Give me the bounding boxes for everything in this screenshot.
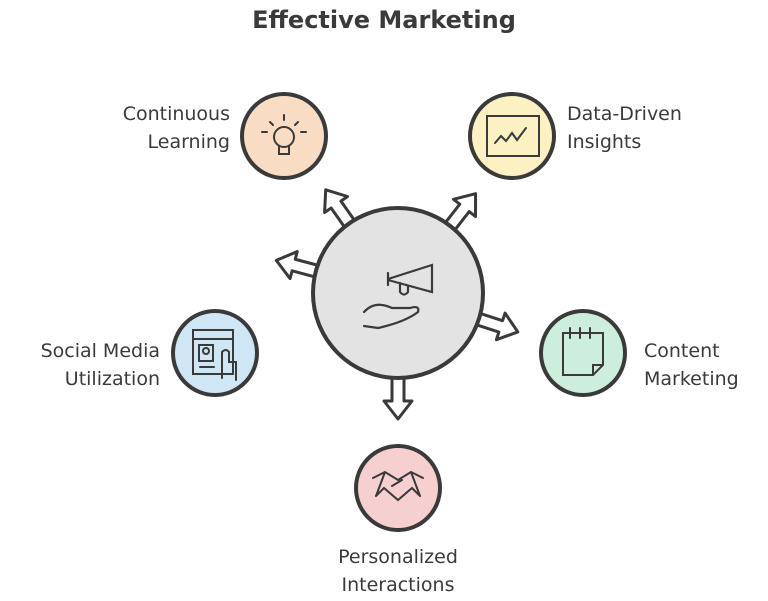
node-label-continuous-learning: Continuous Learning [60, 100, 230, 156]
label-line: Insights [567, 131, 642, 153]
node-circle-content-marketing [539, 309, 627, 397]
label-line: Marketing [644, 368, 739, 390]
label-line: Continuous [122, 103, 230, 125]
label-line: Personalized [338, 546, 458, 568]
node-label-content-marketing: Content Marketing [644, 337, 768, 393]
center-circle [311, 206, 485, 380]
label-line: Social Media [40, 340, 160, 362]
node-label-social-media: Social Media Utilization [0, 337, 160, 393]
label-line: Learning [147, 131, 231, 153]
chart-board-icon [486, 115, 540, 157]
label-line: Data-Driven [567, 103, 682, 125]
notepad-icon [562, 327, 604, 376]
node-circle-social-media [171, 309, 259, 397]
node-label-data-driven-insights: Data-Driven Insights [567, 100, 747, 156]
node-circle-continuous-learning [240, 92, 328, 180]
handshake-icon [372, 470, 424, 502]
label-line: Content [644, 340, 720, 362]
node-label-personalized-interactions: Personalized Interactions [298, 543, 498, 599]
diagram-title: Effective Marketing [252, 6, 516, 34]
label-line: Interactions [341, 574, 455, 596]
profile-browser-icon [192, 329, 237, 381]
node-circle-data-driven-insights [468, 92, 556, 180]
lightbulb-icon [261, 114, 307, 155]
megaphone-hand-icon [362, 263, 434, 330]
node-circle-personalized-interactions [354, 444, 442, 532]
label-line: Utilization [64, 368, 160, 390]
